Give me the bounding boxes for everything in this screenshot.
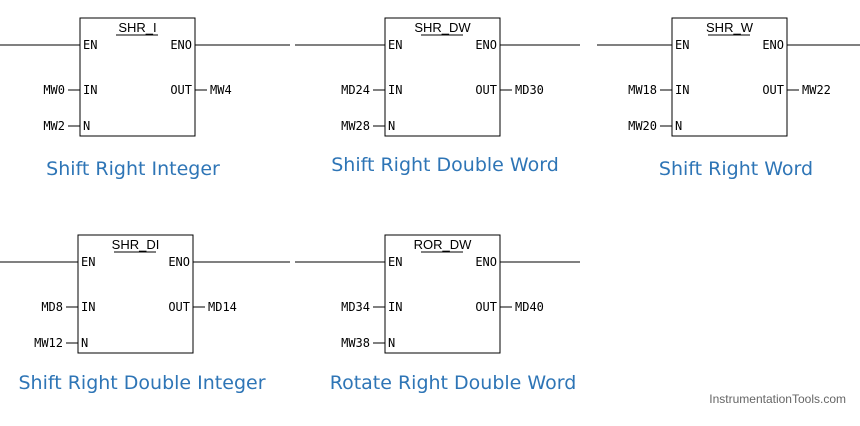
block-box bbox=[671, 17, 788, 137]
block-title: SHR_W bbox=[706, 20, 754, 35]
pin-eno: ENO bbox=[475, 255, 497, 269]
pin-eno: ENO bbox=[475, 38, 497, 52]
pin-n: N bbox=[388, 119, 395, 133]
pin-in: IN bbox=[81, 300, 95, 314]
pin-in: IN bbox=[83, 83, 97, 97]
pin-n: N bbox=[83, 119, 90, 133]
block-box bbox=[384, 234, 501, 354]
credit-label: InstrumentationTools.com bbox=[709, 392, 846, 406]
operand-n: MW38 bbox=[341, 336, 370, 350]
pin-eno: ENO bbox=[762, 38, 784, 52]
pin-eno: ENO bbox=[168, 255, 190, 269]
pin-en: EN bbox=[675, 38, 689, 52]
block-box bbox=[384, 17, 501, 137]
pin-out: OUT bbox=[170, 83, 192, 97]
pin-en: EN bbox=[388, 38, 402, 52]
pin-out: OUT bbox=[762, 83, 784, 97]
block-box bbox=[79, 17, 196, 137]
operand-out: MD40 bbox=[515, 300, 544, 314]
block-title: SHR_DI bbox=[112, 237, 160, 252]
operand-n: MW2 bbox=[43, 119, 65, 133]
pin-in: IN bbox=[675, 83, 689, 97]
block-caption: Shift Right Word bbox=[658, 158, 814, 180]
pin-in: IN bbox=[388, 83, 402, 97]
block-caption: Shift Right Double Integer bbox=[18, 372, 266, 394]
pin-n: N bbox=[388, 336, 395, 350]
pin-en: EN bbox=[83, 38, 97, 52]
block-title: SHR_DW bbox=[414, 20, 471, 35]
block-title: SHR_I bbox=[118, 20, 156, 35]
pin-out: OUT bbox=[475, 83, 497, 97]
operand-n: MW20 bbox=[628, 119, 657, 133]
block-caption: Rotate Right Double Word bbox=[329, 372, 577, 394]
operand-out: MW22 bbox=[802, 83, 831, 97]
operand-out: MW4 bbox=[210, 83, 232, 97]
operand-in: MW0 bbox=[43, 83, 65, 97]
pin-eno: ENO bbox=[170, 38, 192, 52]
pin-en: EN bbox=[81, 255, 95, 269]
operand-out: MD30 bbox=[515, 83, 544, 97]
block-title: ROR_DW bbox=[414, 237, 473, 252]
pin-en: EN bbox=[388, 255, 402, 269]
operand-in: MD8 bbox=[41, 300, 63, 314]
operand-in: MD34 bbox=[341, 300, 370, 314]
block-box bbox=[77, 234, 194, 354]
operand-n: MW12 bbox=[34, 336, 63, 350]
operand-out: MD14 bbox=[208, 300, 237, 314]
operand-in: MD24 bbox=[341, 83, 370, 97]
operand-n: MW28 bbox=[341, 119, 370, 133]
pin-out: OUT bbox=[168, 300, 190, 314]
pin-n: N bbox=[675, 119, 682, 133]
operand-in: MW18 bbox=[628, 83, 657, 97]
block-caption: Shift Right Integer bbox=[46, 158, 220, 180]
pin-out: OUT bbox=[475, 300, 497, 314]
pin-n: N bbox=[81, 336, 88, 350]
block-caption: Shift Right Double Word bbox=[331, 154, 559, 176]
pin-in: IN bbox=[388, 300, 402, 314]
